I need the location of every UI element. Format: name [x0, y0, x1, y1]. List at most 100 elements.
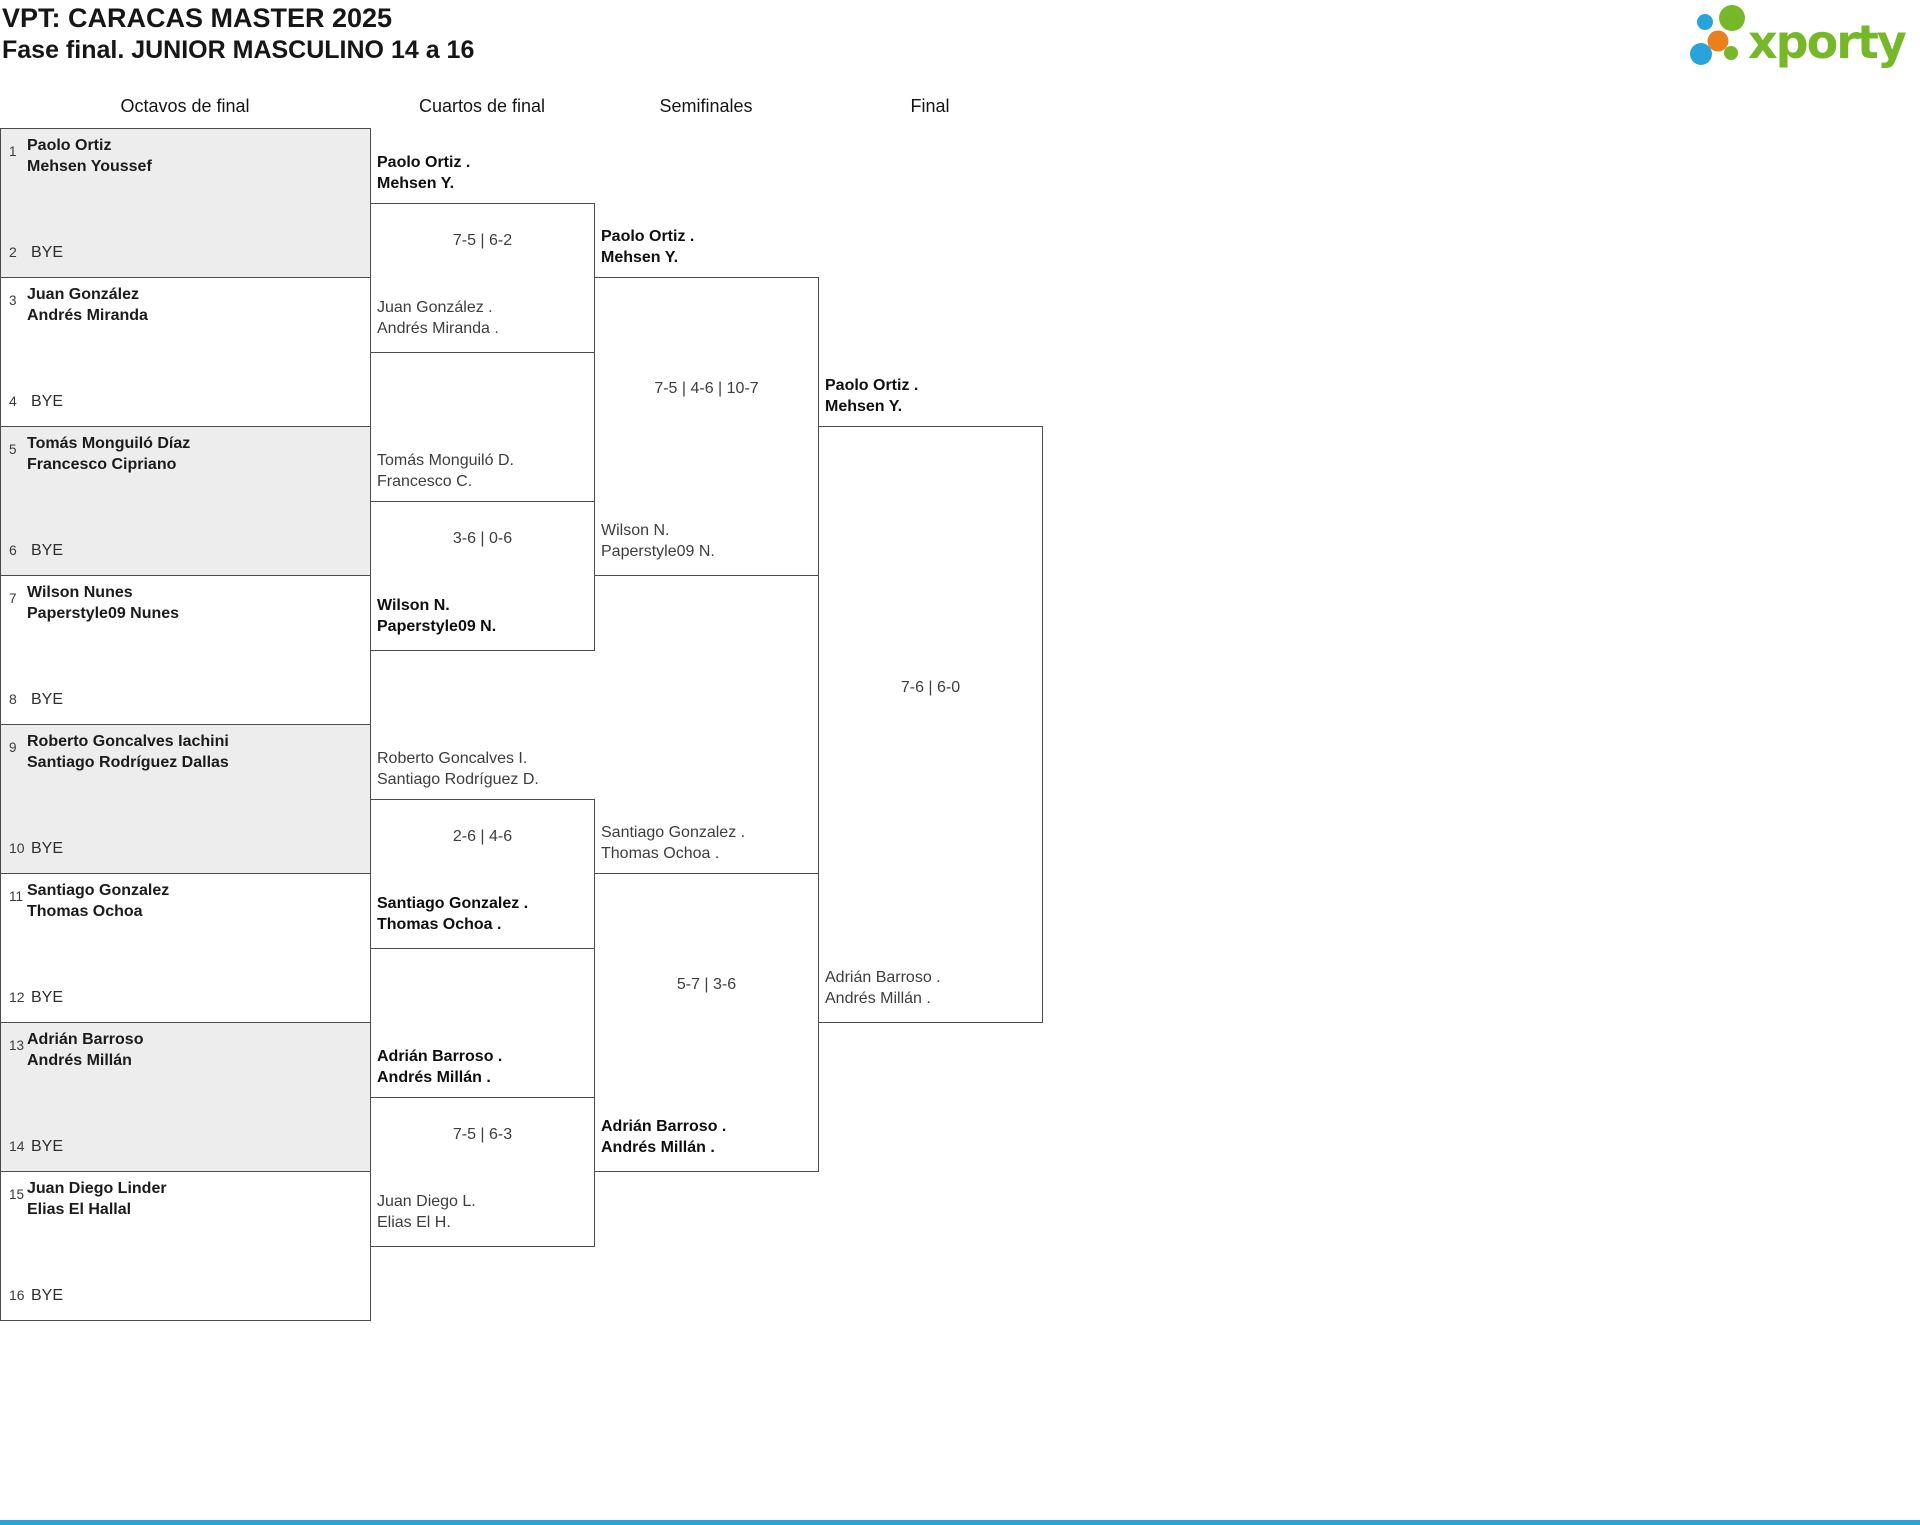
team-name-line: Roberto Goncalves Iachini — [27, 733, 229, 750]
team-name-line: Francesco C. — [377, 472, 473, 490]
team-name-line: Elias El H. — [377, 1213, 451, 1231]
logo-dot-green-small — [1724, 46, 1738, 60]
round-header-0: Octavos de final — [120, 96, 250, 116]
bye-label: BYE — [31, 542, 64, 559]
xporty-logo[interactable]: xporty — [1682, 2, 1918, 69]
bye-label: BYE — [31, 393, 64, 410]
seed-number: 9 — [9, 740, 17, 755]
seed-number: 11 — [9, 889, 24, 904]
logo-dot-blue-small — [1697, 14, 1713, 30]
round-header-2: Semifinales — [659, 96, 753, 116]
team-name-line: Santiago Rodríguez D. — [377, 770, 539, 788]
phase-subtitle: Fase final. JUNIOR MASCULINO 14 a 16 — [2, 36, 475, 64]
team-name-line: Mehsen Y. — [825, 398, 903, 415]
seed-number: 14 — [9, 1138, 25, 1154]
match-score: 3-6 | 0-6 — [452, 530, 513, 548]
logo-dot-green-large — [1719, 5, 1745, 31]
tournament-title: VPT: CARACAS MASTER 2025 — [2, 3, 393, 33]
seed-number: 2 — [9, 244, 17, 260]
team-name-line: Mehsen Y. — [601, 249, 679, 266]
team-entry: Wilson N. Paperstyle09 N. — [601, 520, 715, 562]
team-name-line: Paperstyle09 N. — [377, 617, 497, 635]
seed-number: 8 — [9, 691, 17, 707]
team-entry: Wilson N. Paperstyle09 N. — [377, 595, 496, 637]
bottom-blue-bar — [0, 1520, 1920, 1525]
team-name-line: Santiago Rodríguez Dallas — [27, 754, 229, 771]
team-name-line: Andrés Millán . — [377, 1068, 491, 1086]
team-name-line: Juan Diego Linder — [27, 1180, 167, 1197]
team-name-line: Wilson N. — [377, 596, 450, 614]
match-score: 7-5 | 6-3 — [452, 1126, 513, 1144]
team-name-line: Thomas Ochoa — [27, 903, 143, 920]
logo-dot-blue-large — [1690, 43, 1712, 65]
team-name-line: Roberto Goncalves I. — [377, 749, 528, 767]
team-entry: Santiago Gonzalez .Thomas Ochoa . — [377, 893, 528, 935]
team-entry: Tomás Monguiló D. Francesco C. — [377, 450, 514, 492]
seed-number: 6 — [9, 542, 17, 558]
seed-number: 13 — [9, 1038, 25, 1053]
match-score: 7-5 | 4-6 | 10-7 — [654, 379, 759, 397]
team-name-line: Juan Diego L. — [377, 1192, 476, 1210]
team-name-line: Thomas Ochoa . — [377, 915, 502, 933]
team-name-line: Paolo Ortiz . — [601, 228, 695, 245]
final-match-box[interactable] — [818, 426, 1043, 1023]
match-score: 5-7 | 3-6 — [676, 975, 737, 993]
team-name-line: Andrés Millán . — [601, 1139, 715, 1156]
team-name-line: Mehsen Youssef — [27, 158, 152, 175]
bye-entry: 4 BYE — [9, 393, 63, 411]
seed-number: 4 — [9, 393, 17, 409]
team-name-line: Elias El Hallal — [27, 1201, 132, 1218]
seed-number: 15 — [9, 1187, 25, 1202]
bye-label: BYE — [31, 1138, 64, 1155]
team-name-line: Adrián Barroso — [27, 1031, 144, 1048]
match-score: 7-6 | 6-0 — [900, 678, 961, 696]
seed-number: 1 — [9, 144, 17, 159]
team-name-line: Adrián Barroso . — [601, 1118, 727, 1135]
team-name-line: Adrián Barroso . — [825, 969, 941, 986]
team-name-line: Paolo Ortiz — [27, 137, 112, 154]
team-name-line: Paperstyle09 Nunes — [27, 605, 180, 622]
seed-number: 16 — [9, 1287, 25, 1303]
team-entry: Paolo Ortiz .Mehsen Y. — [377, 152, 470, 194]
team-name-line: Andrés Miranda . — [377, 319, 499, 337]
team-name-line: Tomás Monguiló D. — [377, 451, 514, 469]
team-name-line: Andrés Miranda — [27, 307, 148, 324]
team-name-line: Santiago Gonzalez — [27, 882, 170, 899]
team-entry: Santiago Gonzalez .Thomas Ochoa . — [601, 822, 745, 864]
team-name-line: Paperstyle09 N. — [601, 543, 715, 560]
team-name-line: Wilson N. — [601, 522, 670, 539]
bye-entry: 14 BYE — [9, 1138, 63, 1156]
match-score: 7-5 | 6-2 — [452, 232, 513, 250]
seed-number: 3 — [9, 293, 17, 308]
bye-label: BYE — [31, 989, 64, 1006]
logo-dot-orange — [1707, 30, 1729, 52]
xporty-logo-text: xporty — [1748, 15, 1907, 68]
team-entry: Adrián Barroso .Andrés Millán . — [377, 1046, 502, 1088]
round-header-1: Cuartos de final — [418, 96, 546, 116]
team-entry: Adrián Barroso . Andrés Millán . — [601, 1116, 726, 1158]
match-score: 2-6 | 4-6 — [452, 828, 513, 846]
team-entry: Paolo Ortiz . Mehsen Y. — [601, 226, 694, 268]
team-name-line: Andrés Millán — [27, 1052, 132, 1069]
team-name-line: Tomás Monguiló Díaz — [27, 435, 191, 452]
